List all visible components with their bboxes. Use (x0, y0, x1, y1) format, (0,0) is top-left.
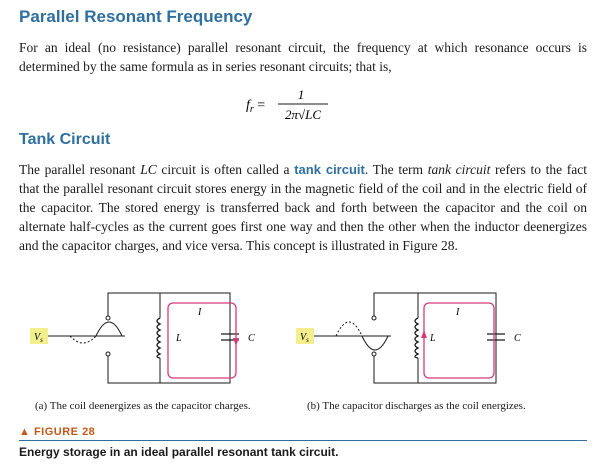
section-heading: Parallel Resonant Frequency (19, 7, 253, 26)
svg-text:I: I (455, 307, 460, 318)
triangle-icon: ▲ (19, 426, 31, 438)
svg-text:Vs: Vs (300, 332, 309, 344)
svg-text:C: C (514, 333, 521, 344)
formula-denominator: 2π√LC (285, 107, 321, 122)
figure-label: ▲ FIGURE 28 (19, 426, 96, 438)
caption-b: (b) The capacitor discharges as the coil… (307, 400, 526, 412)
svg-text:I: I (197, 307, 202, 318)
figure-a-circuit: Vs L C I (30, 290, 280, 400)
svg-text:L: L (429, 333, 436, 344)
figure-divider (19, 440, 587, 441)
resonant-frequency-formula: fr = 1 2π√LC (246, 86, 346, 133)
figure-b-circuit: Vs L C I (296, 290, 546, 400)
formula-lhs: f (246, 98, 252, 113)
paragraph-tank: The parallel resonant LC circuit is ofte… (19, 162, 588, 253)
svg-text:fr =: fr = (246, 98, 265, 115)
svg-text:Vs: Vs (34, 332, 43, 344)
term-tank-circuit: tank circuit (294, 162, 365, 177)
caption-a: (a) The coil deenergizes as the capacito… (35, 400, 251, 412)
formula-numerator: 1 (298, 87, 305, 102)
svg-text:L: L (175, 333, 182, 344)
paragraph-intro: For an ideal (no resistance) parallel re… (19, 40, 587, 74)
section-heading-tank: Tank Circuit (19, 131, 111, 148)
figure-title: Energy storage in an ideal parallel reso… (19, 445, 339, 459)
svg-text:C: C (248, 333, 255, 344)
